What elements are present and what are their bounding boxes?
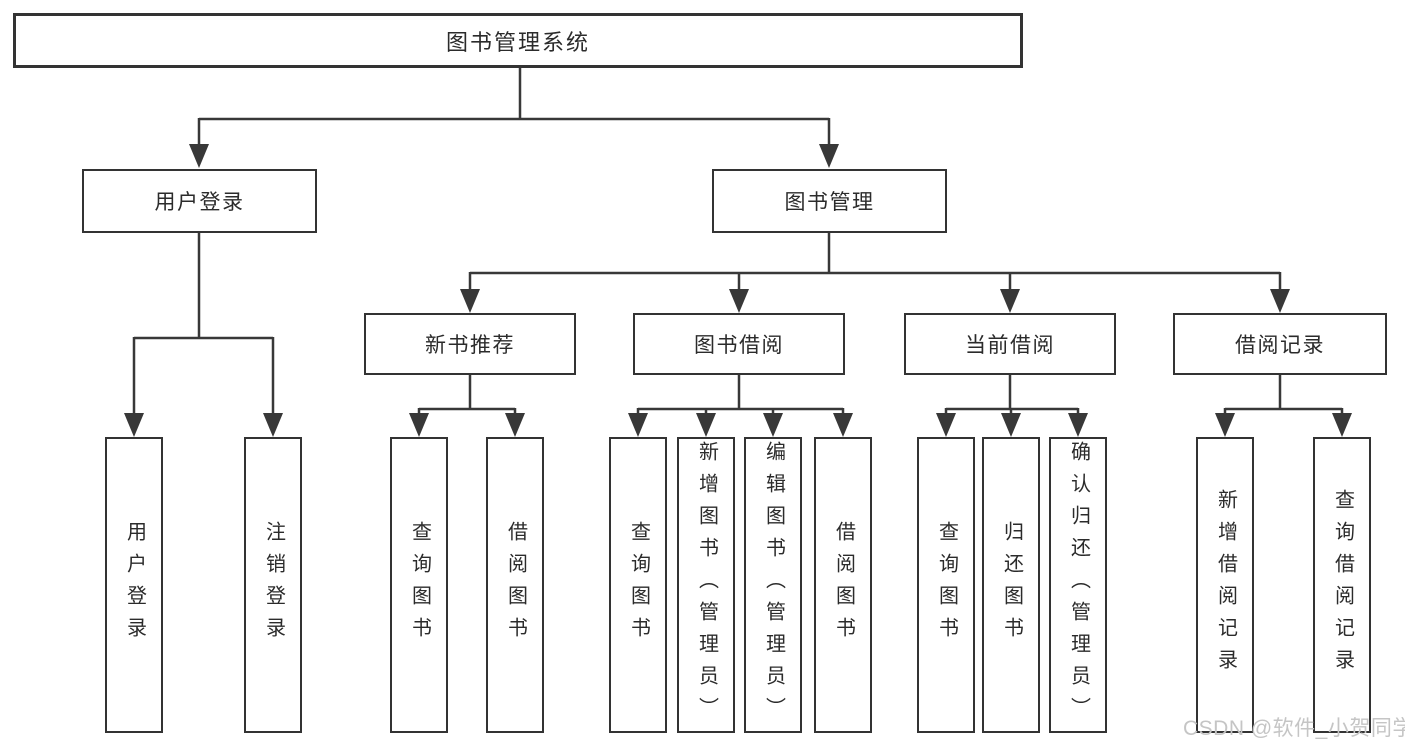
leaf-borrow-books-recommend: 借阅图书 <box>486 437 544 733</box>
node-book-borrow: 图书借阅 <box>633 313 845 375</box>
leaf-return-book: 归还图书 <box>982 437 1040 733</box>
node-user-login: 用户登录 <box>82 169 317 233</box>
node-borrow-records: 借阅记录 <box>1173 313 1387 375</box>
leaf-query-books-borrow: 查询图书 <box>609 437 667 733</box>
leaf-label: 查询图书 <box>627 521 650 649</box>
leaf-label: 编辑图书（管理员） <box>762 441 785 729</box>
arrowheads <box>124 144 1352 437</box>
leaf-logout: 注销登录 <box>244 437 302 733</box>
connector-book-borrow <box>636 375 845 420</box>
leaf-label: 归还图书 <box>1000 521 1023 649</box>
node-new-book-recommend: 新书推荐 <box>364 313 576 375</box>
node-current-borrow: 当前借阅 <box>904 313 1116 375</box>
connector-book-management <box>468 233 1282 294</box>
node-label: 用户登录 <box>154 191 245 214</box>
leaf-query-books-current: 查询图书 <box>917 437 975 733</box>
leaf-user-login: 用户登录 <box>105 437 163 733</box>
leaf-label: 注销登录 <box>262 521 285 649</box>
leaf-label: 查询图书 <box>408 521 431 649</box>
leaf-label: 借阅图书 <box>504 521 527 649</box>
connector-borrow-records <box>1223 375 1344 420</box>
leaf-confirm-return-admin: 确认归还（管理员） <box>1049 437 1107 733</box>
leaf-label: 查询图书 <box>935 521 958 649</box>
node-label: 图书管理系统 <box>445 29 590 55</box>
leaf-query-books-recommend: 查询图书 <box>390 437 448 733</box>
leaf-label: 查询借阅记录 <box>1331 489 1354 681</box>
leaf-label: 新增借阅记录 <box>1214 489 1237 681</box>
node-label: 图书管理 <box>784 191 875 214</box>
watermark: CSDN @软件_小贺同学 <box>1183 717 1405 740</box>
node-library-management-system: 图书管理系统 <box>13 13 1023 68</box>
leaf-label: 新增图书（管理员） <box>695 441 718 729</box>
leaf-query-borrow-record: 查询借阅记录 <box>1313 437 1371 733</box>
leaf-label: 确认归还（管理员） <box>1067 441 1090 729</box>
leaf-edit-book-admin: 编辑图书（管理员） <box>744 437 802 733</box>
node-label: 借阅记录 <box>1235 334 1325 357</box>
leaf-add-book-admin: 新增图书（管理员） <box>677 437 735 733</box>
node-book-management: 图书管理 <box>712 169 947 233</box>
connector-root <box>197 68 831 150</box>
connector-user-login <box>132 233 275 420</box>
leaf-borrow-books: 借阅图书 <box>814 437 872 733</box>
node-label: 当前借阅 <box>965 334 1055 357</box>
node-label: 图书借阅 <box>694 334 784 357</box>
node-label: 新书推荐 <box>425 334 515 357</box>
leaf-label: 借阅图书 <box>832 521 855 649</box>
connector-new-book <box>417 375 517 420</box>
leaf-label: 用户登录 <box>123 521 146 649</box>
leaf-add-borrow-record: 新增借阅记录 <box>1196 437 1254 733</box>
